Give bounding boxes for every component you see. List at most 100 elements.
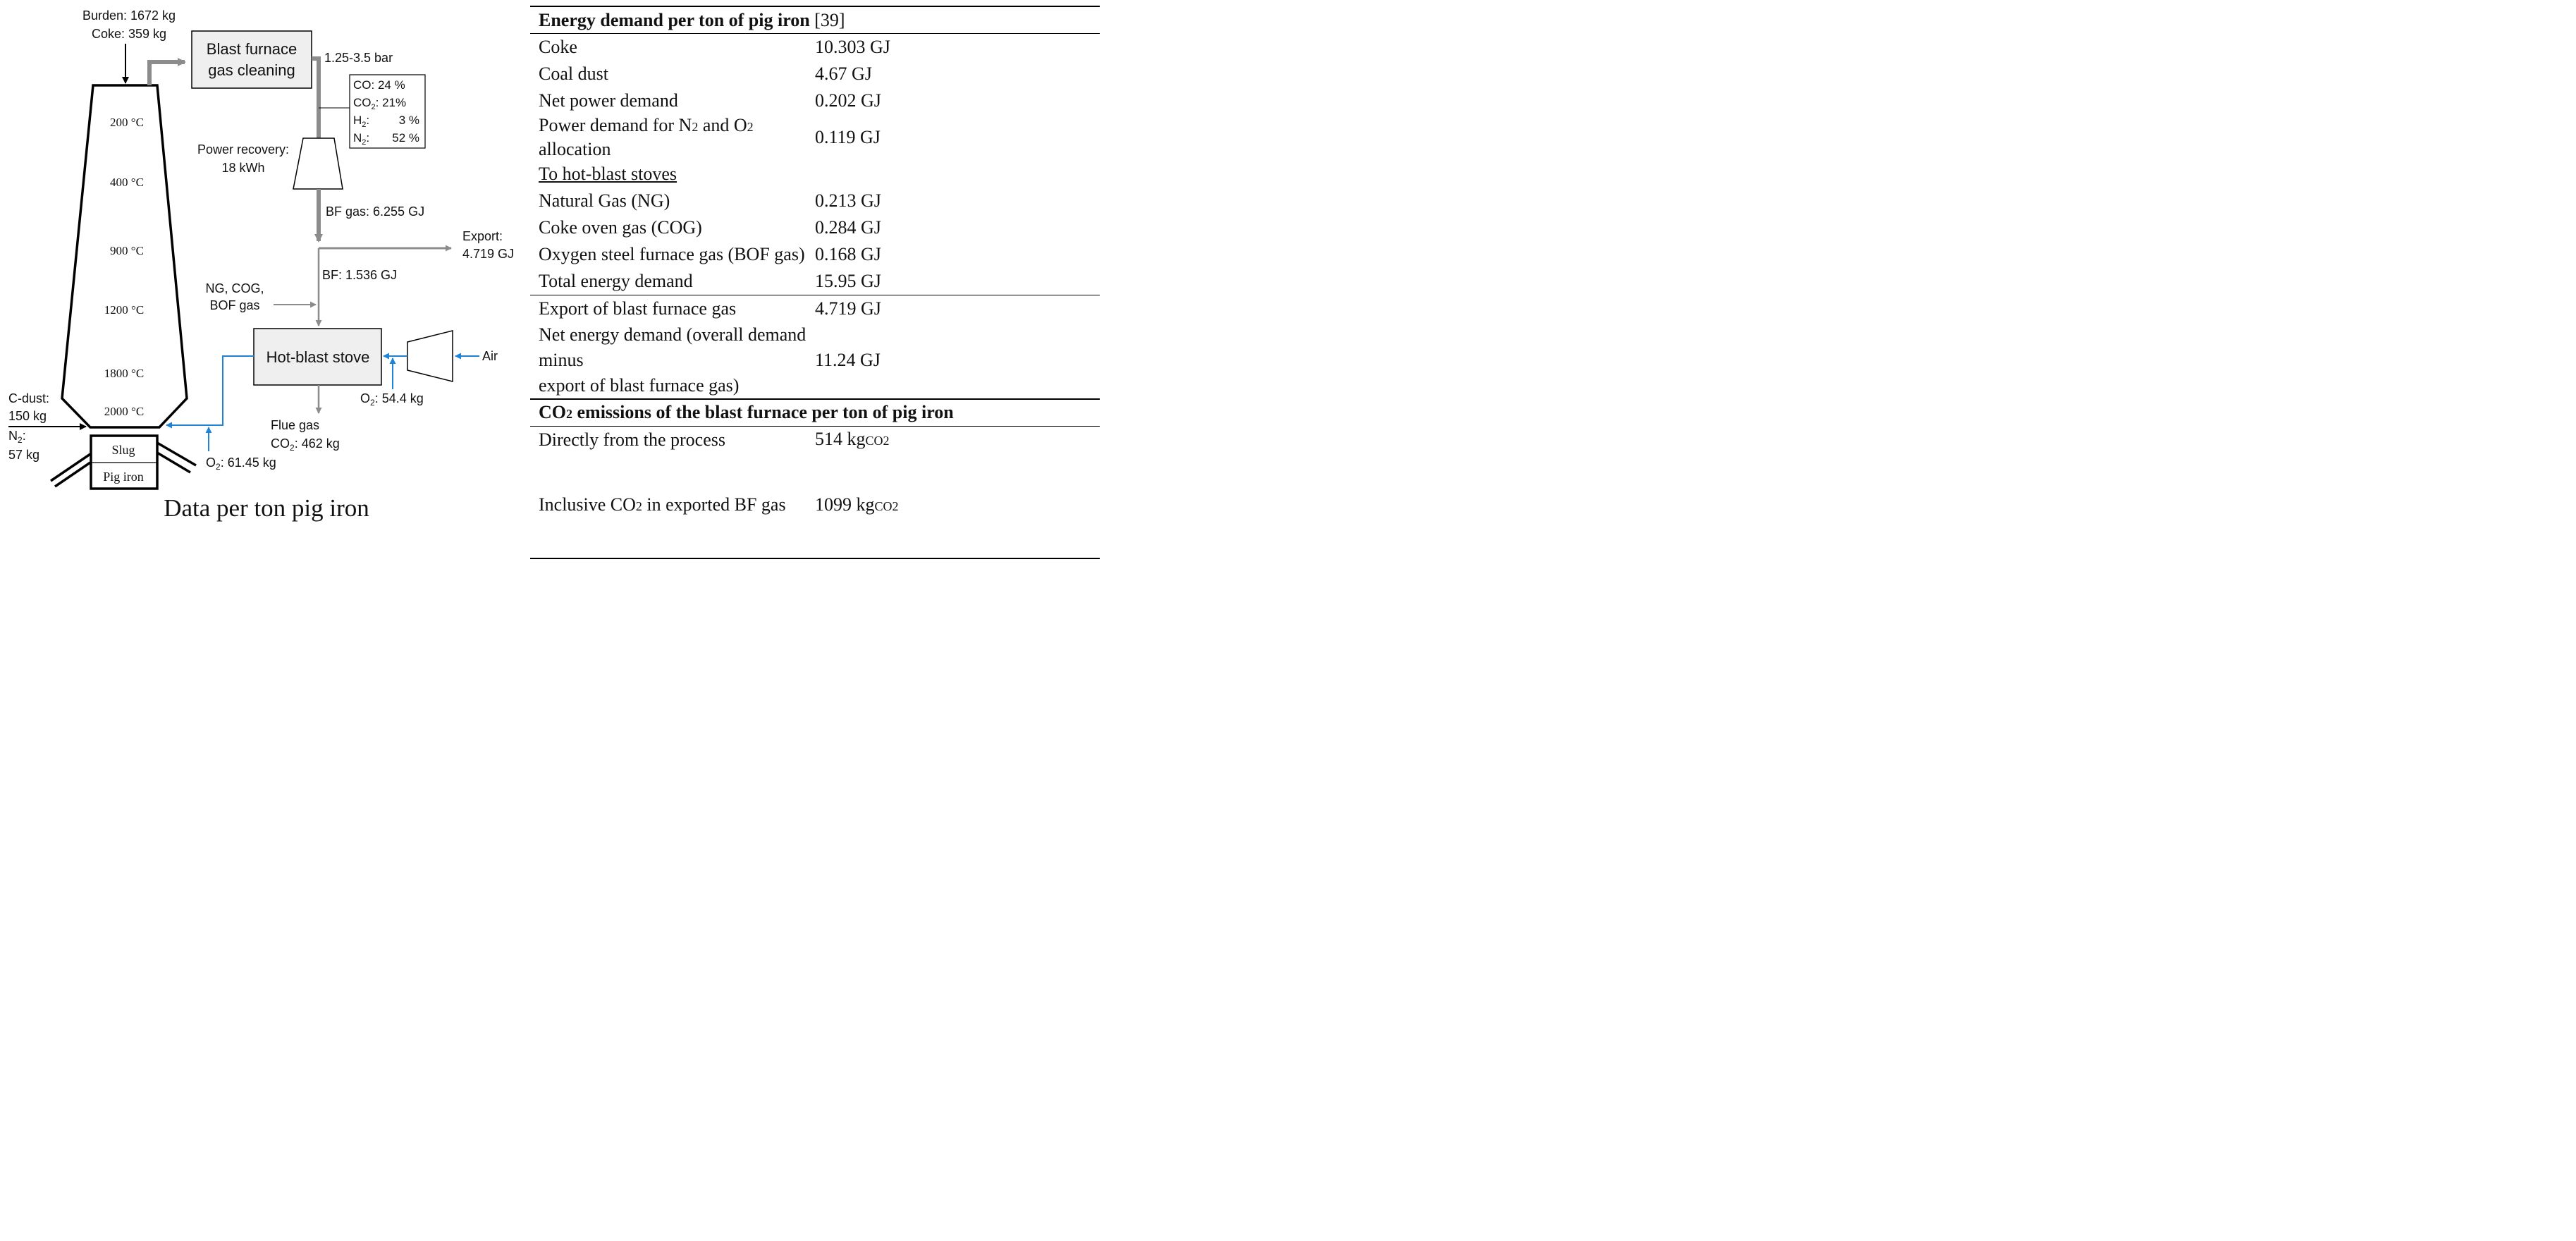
row-value: 0.168 GJ: [815, 244, 881, 264]
right-tap-lower: [157, 451, 191, 474]
header-part: CO: [539, 401, 566, 422]
temperature-label-400: 400 °C: [110, 176, 144, 189]
row-label: Export of blast furnace gas: [530, 295, 815, 322]
air-compressor: [407, 330, 453, 382]
temperature-label-200: 200 °C: [110, 116, 144, 129]
value-number: 1099 kg: [815, 494, 875, 515]
row-label-part: allocation: [539, 139, 611, 159]
stove-fuels-label-line2: BOF gas: [209, 298, 259, 312]
row-value: 11.24 GJ: [815, 350, 881, 370]
table-row: Export of blast furnace gas 4.719 GJ: [530, 295, 1100, 322]
c-dust-label: C-dust:: [8, 391, 49, 405]
row-value: 10.303 GJ: [815, 37, 890, 57]
table-row: Oxygen steel furnace gas (BOF gas) 0.168…: [530, 241, 1100, 268]
flue-gas-co2: CO2: 462 kg: [271, 436, 340, 453]
table-row: Net power demand 0.202 GJ: [530, 87, 1100, 114]
composition-h2-value: 3 %: [399, 114, 419, 127]
unit-subscript: CO2: [865, 434, 890, 448]
gas-cleaning-label-line2: gas cleaning: [208, 61, 295, 79]
flue-gas-label: Flue gas: [271, 418, 319, 432]
hot-blast-stoves-subheading: To hot-blast stoves: [530, 161, 1100, 188]
n2-amount: 57 kg: [8, 448, 39, 462]
row-label: Natural Gas (NG): [539, 190, 670, 211]
slug-label: Slug: [111, 443, 135, 457]
hot-blast-line: [166, 355, 254, 429]
gas-cleaning-label-line1: Blast furnace: [207, 40, 297, 58]
air-label: Air: [482, 349, 498, 363]
composition-h2: H2:: [353, 114, 369, 129]
composition-co: CO: 24 %: [353, 78, 405, 92]
row-label: Net power demand: [539, 90, 678, 111]
pressure-label: 1.25-3.5 bar: [324, 51, 393, 65]
temperature-label-1800: 1800 °C: [104, 367, 144, 380]
row-value: 0.284 GJ: [815, 217, 881, 238]
table-row: Directly from the process 514 kgCO2: [530, 427, 1100, 454]
table-row: Coke 10.303 GJ: [530, 34, 1100, 61]
left-tap-lower: [54, 461, 91, 488]
page: Burden: 1672 kg Coke: 359 kg 200 °C 400 …: [0, 0, 1105, 625]
n2-label: N2:: [8, 429, 26, 445]
temperature-label-2000: 2000 °C: [104, 405, 144, 418]
co2-emissions-header: CO2 emissions of the blast furnace per t…: [530, 398, 1100, 427]
table-row: Natural Gas (NG) 0.213 GJ: [530, 188, 1100, 214]
composition-n2: N2:: [353, 131, 369, 147]
row-label: Directly from the process: [539, 429, 725, 450]
row-value: 514 kgCO2: [815, 427, 1100, 454]
left-tap-upper: [50, 453, 91, 482]
composition-n2-value: 52 %: [392, 131, 419, 145]
power-recovery-turbine: [293, 137, 343, 190]
row-value: 4.67 GJ: [815, 63, 872, 84]
row-label: Total energy demand: [539, 271, 693, 291]
row-label-part: Inclusive CO: [539, 494, 636, 515]
coke-label: Coke: 359 kg: [92, 27, 166, 41]
row-label: Oxygen steel furnace gas (BOF gas): [539, 244, 805, 264]
row-label-part: and O: [698, 115, 747, 135]
row-value: 0.119 GJ: [815, 127, 881, 147]
subscript: 2: [566, 406, 572, 421]
table-row: Power demand for N2 and O2 allocation 0.…: [530, 114, 1100, 161]
gas-composition-box: [349, 74, 426, 149]
export-value: 4.719 GJ: [462, 247, 514, 261]
row-label: Inclusive CO2 in exported BF gas: [530, 453, 815, 559]
subheading-row: To hot-blast stoves: [530, 161, 1100, 188]
o2-stove-label: O2: 54.4 kg: [360, 391, 424, 408]
row-label: Coke: [539, 37, 577, 57]
energy-demand-header: Energy demand per ton of pig iron [39]: [530, 6, 1100, 34]
header-part: emissions of the blast furnace per ton o…: [572, 401, 954, 422]
bf-gas-label: BF gas: 6.255 GJ: [326, 204, 424, 219]
gas-cleaning-box: [191, 30, 312, 89]
subheading-text: To hot-blast stoves: [539, 164, 677, 184]
temperature-label-1200: 1200 °C: [104, 303, 144, 317]
energy-demand-reference: [39]: [809, 9, 845, 30]
power-recovery-value: 18 kWh: [221, 161, 264, 175]
co2-emissions-header-row: CO2 emissions of the blast furnace per t…: [530, 398, 1100, 427]
unit-subscript: CO2: [874, 499, 899, 513]
row-label-part: in exported BF gas: [642, 494, 786, 515]
table-row: Coke oven gas (COG) 0.284 GJ: [530, 214, 1100, 241]
o2-tuyere-label: O2: 61.45 kg: [206, 456, 276, 472]
energy-demand-header-row: Energy demand per ton of pig iron [39]: [530, 6, 1100, 34]
table-row: Coal dust 4.67 GJ: [530, 61, 1100, 87]
row-value: 0.213 GJ: [815, 190, 881, 211]
row-label: Power demand for N2 and O2 allocation: [530, 114, 815, 161]
subscript: 2: [635, 499, 642, 513]
subscript: 2: [692, 120, 699, 134]
subscript: 2: [747, 120, 754, 134]
c-dust-amount: 150 kg: [8, 409, 47, 423]
table-row: Total energy demand 15.95 GJ: [530, 268, 1100, 295]
hot-blast-stove-label: Hot-blast stove: [266, 348, 370, 366]
row-value: 0.202 GJ: [815, 90, 881, 111]
pig-iron-label: Pig iron: [103, 470, 144, 484]
row-value: 15.95 GJ: [815, 271, 881, 291]
energy-demand-header-text: Energy demand per ton of pig iron: [539, 9, 810, 30]
burden-label: Burden: 1672 kg: [82, 8, 176, 23]
table-row: Inclusive CO2 in exported BF gas 1099 kg…: [530, 453, 1100, 559]
value-number: 514 kg: [815, 429, 866, 449]
diagram-caption: Data per ton pig iron: [164, 494, 369, 522]
power-recovery-label: Power recovery:: [197, 142, 289, 157]
blast-furnace-diagram: Burden: 1672 kg Coke: 359 kg 200 °C 400 …: [8, 8, 514, 522]
export-label: Export:: [462, 229, 503, 243]
row-value: 1099 kgCO2: [815, 453, 1100, 559]
